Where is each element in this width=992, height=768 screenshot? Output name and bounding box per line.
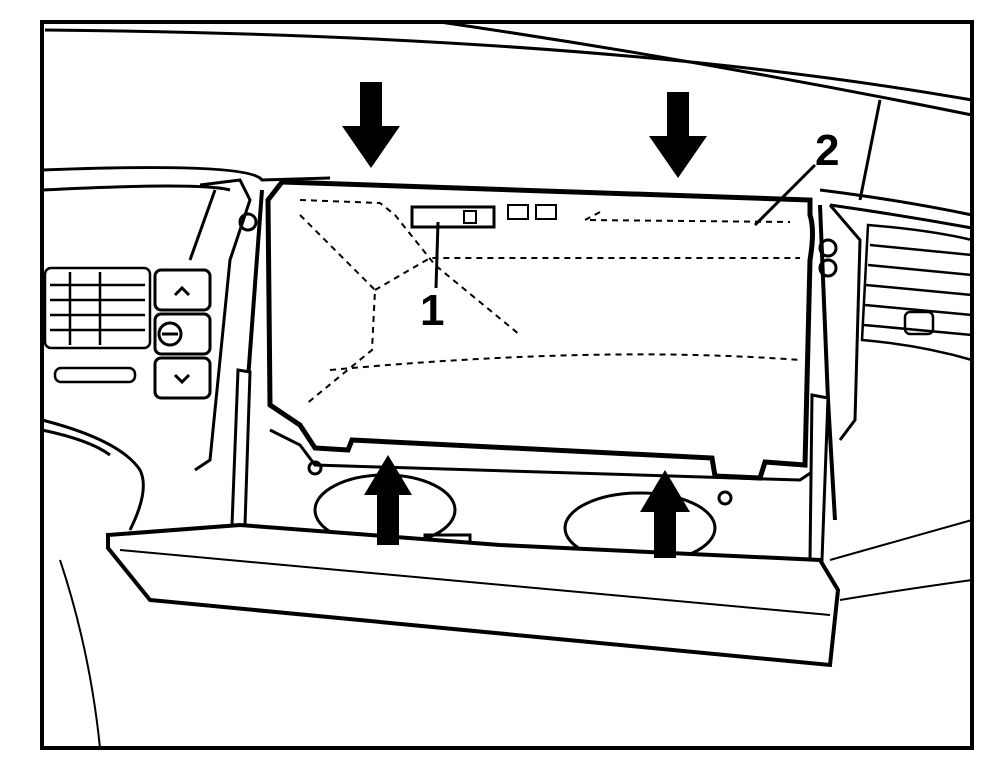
diagram-frame [40, 20, 974, 750]
down-arrow-right [649, 92, 707, 178]
glovebox-inner-panel [265, 179, 815, 481]
dashboard-outline [41, 20, 973, 749]
callout-1-leader [434, 221, 440, 289]
right-air-vent [860, 223, 974, 362]
left-air-vent [43, 266, 152, 384]
up-arrow-right [640, 470, 690, 558]
callout-label-1: 1 [420, 286, 444, 335]
glovebox-lid [106, 522, 841, 668]
down-arrow-left [342, 82, 400, 168]
climate-control-buttons [153, 268, 212, 400]
callout-label-2: 2 [815, 126, 839, 175]
glovebox-hinge-arms [230, 368, 830, 562]
up-arrow-left [364, 455, 412, 545]
callout-2-leader [753, 163, 817, 227]
